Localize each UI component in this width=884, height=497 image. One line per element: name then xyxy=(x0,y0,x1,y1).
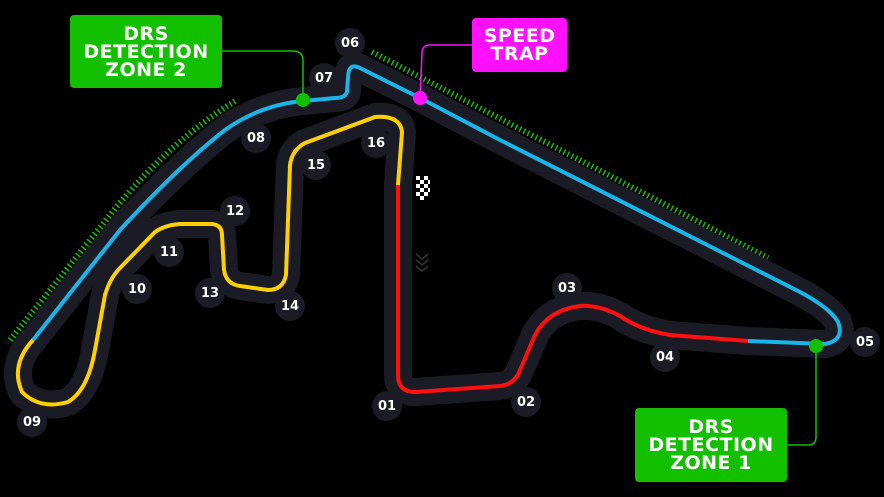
drs-2-marker xyxy=(296,93,310,107)
drs-1-marker xyxy=(809,339,823,353)
drs-detection-zone-1-label: DRS DETECTION ZONE 1 xyxy=(635,408,787,482)
drs-1-leader xyxy=(787,346,817,446)
speed-trap-label: SPEED TRAP xyxy=(472,18,567,72)
turn-08: 08 xyxy=(241,123,271,153)
turn-09: 09 xyxy=(17,407,47,437)
callout-line: DETECTION xyxy=(648,434,774,456)
callout-line: ZONE 2 xyxy=(105,58,187,81)
chevron-down-icon xyxy=(415,253,429,272)
turn-16: 16 xyxy=(361,128,391,158)
turn-15: 15 xyxy=(301,150,331,180)
turn-01: 01 xyxy=(372,391,402,421)
turn-13: 13 xyxy=(195,278,225,308)
sector-3 xyxy=(15,114,404,407)
turn-10: 10 xyxy=(122,274,152,304)
turn-03: 03 xyxy=(552,273,582,303)
turn-06: 06 xyxy=(335,28,365,58)
turn-07: 07 xyxy=(309,63,339,93)
drs-detection-zone-2-label: DRS DETECTION ZONE 2 xyxy=(70,15,222,88)
drs-2-leader xyxy=(222,50,304,100)
callout-line: SPEED xyxy=(483,25,556,47)
drs-zone-line xyxy=(7,97,239,342)
track-base xyxy=(3,52,854,419)
sector-1 xyxy=(396,185,749,394)
speed-trap-leader xyxy=(419,44,472,99)
callout-line: TRAP xyxy=(490,43,549,65)
turn-11: 11 xyxy=(154,237,184,267)
turn-12: 12 xyxy=(220,196,250,226)
turn-04: 04 xyxy=(650,342,680,372)
callout-line: ZONE 1 xyxy=(670,452,752,474)
sector-2 xyxy=(31,64,842,346)
turn-02: 02 xyxy=(511,387,541,417)
checkered-flag-icon xyxy=(416,176,430,200)
callout-line: DRS xyxy=(688,416,734,438)
callout-line: DETECTION xyxy=(83,40,209,63)
turn-05: 05 xyxy=(850,327,880,357)
callout-line: DRS xyxy=(123,22,169,45)
turn-14: 14 xyxy=(275,291,305,321)
drs-zone-line xyxy=(370,49,770,261)
speed-trap-marker xyxy=(413,91,427,105)
